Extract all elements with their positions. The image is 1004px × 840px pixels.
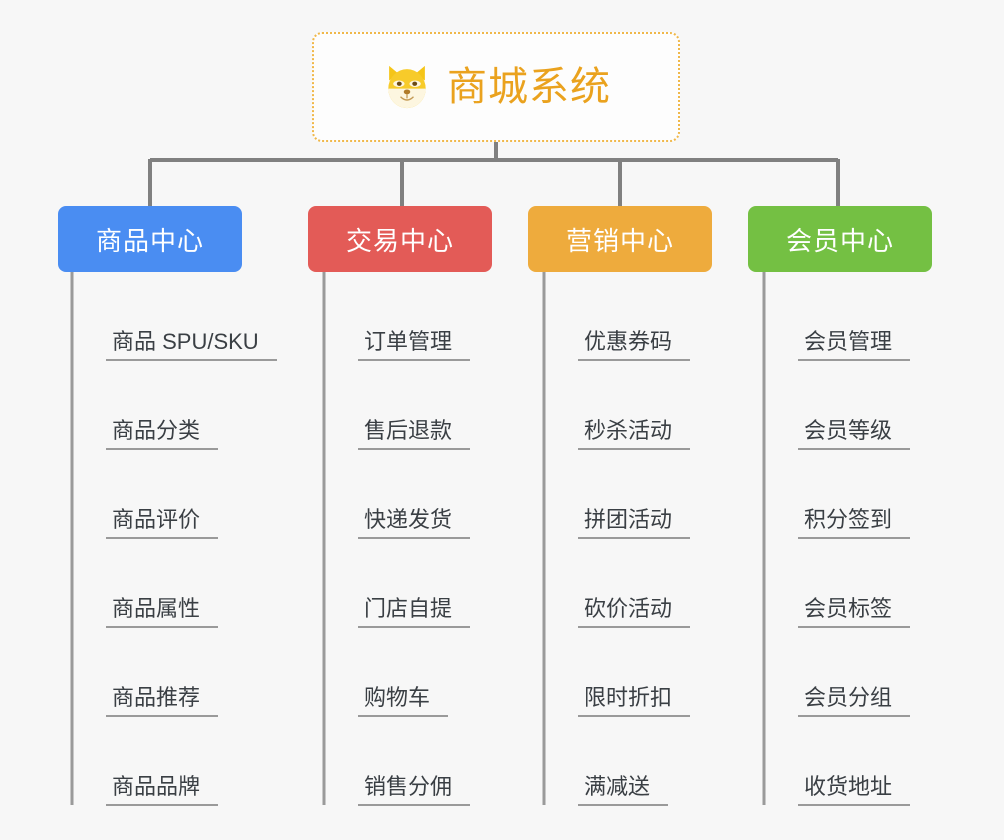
leaf-item[interactable]: 拼团活动 bbox=[544, 450, 774, 539]
category-box-4[interactable]: 会员中心 bbox=[748, 206, 932, 272]
leaf-item[interactable]: 购物车 bbox=[324, 628, 554, 717]
shiba-dog-face-icon bbox=[388, 65, 426, 109]
leaf-label: 会员标签 bbox=[798, 597, 911, 628]
category-label-3: 营销中心 bbox=[565, 225, 674, 256]
leaf-item[interactable]: 订单管理 bbox=[324, 272, 554, 361]
leaf-column-2: 订单管理 售后退款 快递发货 门店自提 购物车 销售分佣 bbox=[324, 272, 554, 806]
root-node[interactable]: 商城系统 bbox=[312, 32, 680, 142]
leaf-item[interactable]: 商品推荐 bbox=[72, 628, 302, 717]
leaf-label: 销售分佣 bbox=[358, 775, 471, 806]
leaf-label: 商品 SPU/SKU bbox=[106, 330, 277, 361]
category-label-4: 会员中心 bbox=[785, 225, 894, 256]
leaf-label: 会员等级 bbox=[798, 419, 911, 450]
category-box-3[interactable]: 营销中心 bbox=[528, 206, 712, 272]
leaf-label: 商品评价 bbox=[106, 508, 219, 539]
leaf-item[interactable]: 商品分类 bbox=[72, 361, 302, 450]
leaf-label: 售后退款 bbox=[358, 419, 471, 450]
leaf-item[interactable]: 优惠券码 bbox=[544, 272, 774, 361]
leaf-column-4: 会员管理 会员等级 积分签到 会员标签 会员分组 收货地址 bbox=[764, 272, 994, 806]
leaf-label: 订单管理 bbox=[358, 330, 471, 361]
leaf-item[interactable]: 商品属性 bbox=[72, 539, 302, 628]
leaf-item[interactable]: 售后退款 bbox=[324, 361, 554, 450]
leaf-item[interactable]: 收货地址 bbox=[764, 717, 994, 806]
leaf-item[interactable]: 商品评价 bbox=[72, 450, 302, 539]
root-title: 商城系统 bbox=[447, 65, 611, 109]
leaf-label: 限时折扣 bbox=[578, 686, 691, 717]
leaf-label: 秒杀活动 bbox=[578, 419, 691, 450]
leaf-label: 门店自提 bbox=[358, 597, 471, 628]
leaf-item[interactable]: 砍价活动 bbox=[544, 539, 774, 628]
category-box-2[interactable]: 交易中心 bbox=[308, 206, 492, 272]
leaf-item[interactable]: 满减送 bbox=[544, 717, 774, 806]
leaf-item[interactable]: 会员分组 bbox=[764, 628, 994, 717]
category-box-1[interactable]: 商品中心 bbox=[58, 206, 242, 272]
leaf-item[interactable]: 积分签到 bbox=[764, 450, 994, 539]
leaf-label: 购物车 bbox=[358, 686, 449, 717]
leaf-item[interactable]: 会员标签 bbox=[764, 539, 994, 628]
leaf-column-1: 商品 SPU/SKU 商品分类 商品评价 商品属性 商品推荐 商品品牌 bbox=[72, 272, 302, 806]
leaf-label: 收货地址 bbox=[798, 775, 911, 806]
leaf-item[interactable]: 秒杀活动 bbox=[544, 361, 774, 450]
leaf-label: 满减送 bbox=[578, 775, 669, 806]
leaf-label: 砍价活动 bbox=[578, 597, 691, 628]
leaf-item[interactable]: 快递发货 bbox=[324, 450, 554, 539]
leaf-label: 商品推荐 bbox=[106, 686, 219, 717]
leaf-label: 商品分类 bbox=[106, 419, 219, 450]
leaf-item[interactable]: 销售分佣 bbox=[324, 717, 554, 806]
category-label-1: 商品中心 bbox=[95, 225, 204, 256]
leaf-item[interactable]: 门店自提 bbox=[324, 539, 554, 628]
leaf-label: 会员管理 bbox=[798, 330, 911, 361]
leaf-item[interactable]: 会员等级 bbox=[764, 361, 994, 450]
leaf-item[interactable]: 会员管理 bbox=[764, 272, 994, 361]
leaf-label: 积分签到 bbox=[798, 508, 911, 539]
leaf-column-3: 优惠券码 秒杀活动 拼团活动 砍价活动 限时折扣 满减送 bbox=[544, 272, 774, 806]
leaf-label: 优惠券码 bbox=[578, 330, 691, 361]
leaf-label: 会员分组 bbox=[798, 686, 911, 717]
leaf-label: 快递发货 bbox=[358, 508, 471, 539]
leaf-label: 商品品牌 bbox=[106, 775, 219, 806]
leaf-item[interactable]: 限时折扣 bbox=[544, 628, 774, 717]
category-label-2: 交易中心 bbox=[345, 225, 454, 256]
leaf-item[interactable]: 商品品牌 bbox=[72, 717, 302, 806]
leaf-label: 商品属性 bbox=[106, 597, 219, 628]
leaf-item[interactable]: 商品 SPU/SKU bbox=[72, 272, 302, 361]
leaf-label: 拼团活动 bbox=[578, 508, 691, 539]
